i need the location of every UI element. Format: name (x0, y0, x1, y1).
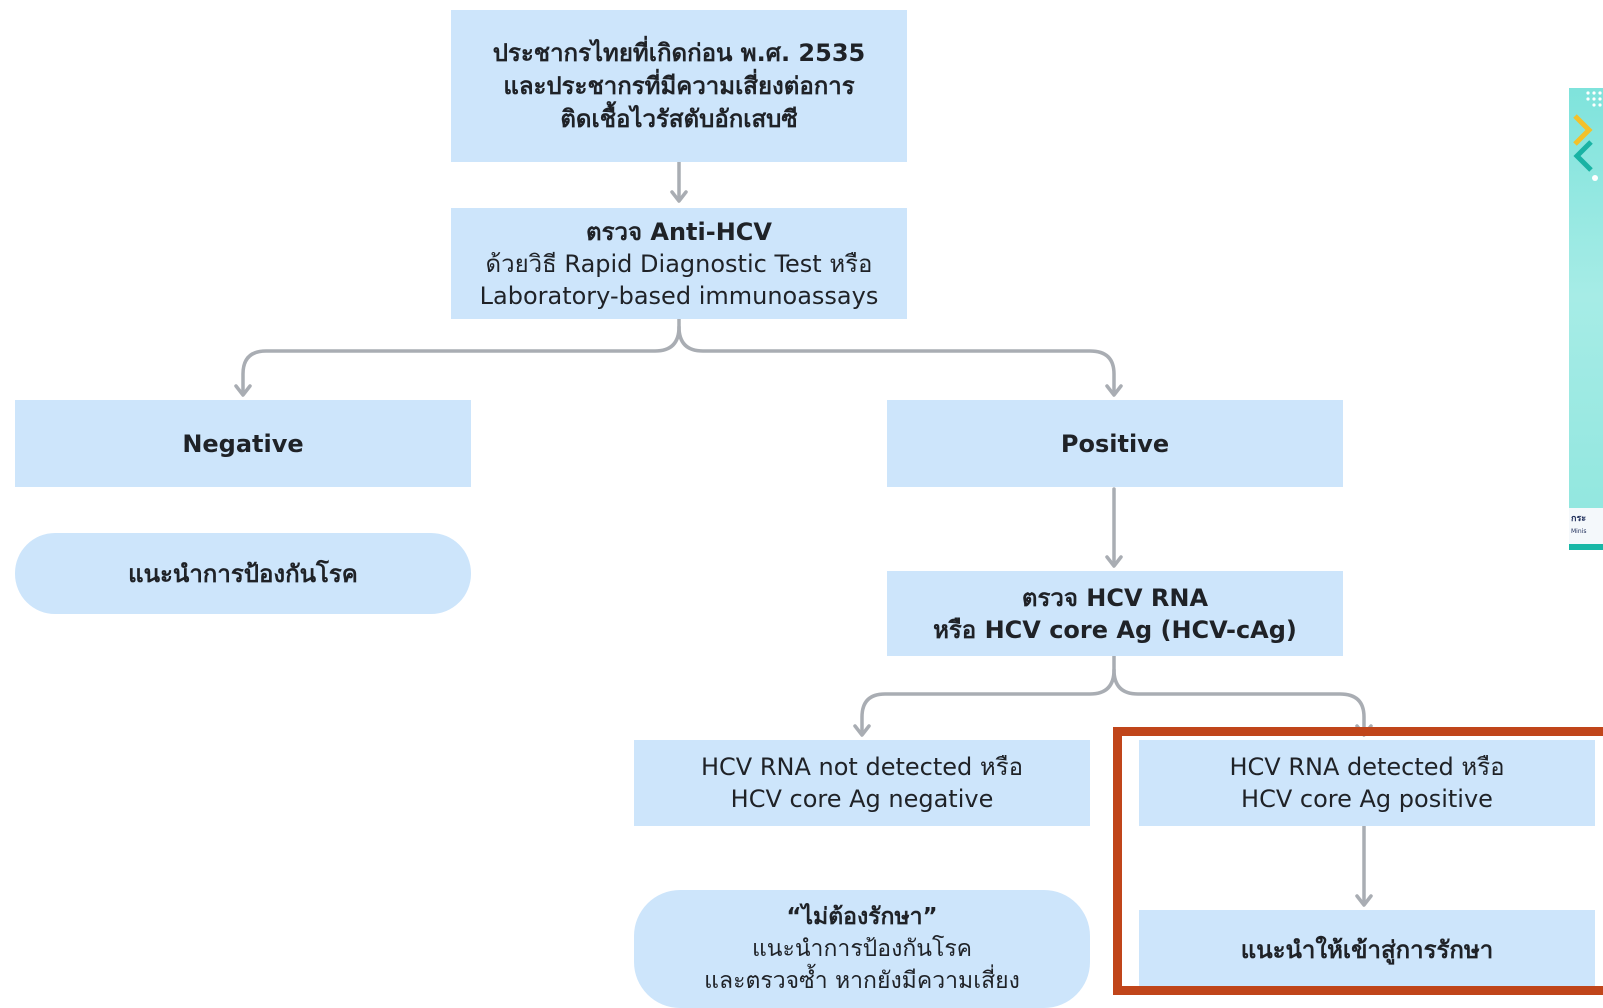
negative-box: Negative (15, 400, 471, 487)
arrowhead-not-detected (853, 724, 871, 737)
side-panel-footer-subtext: Minis (1571, 528, 1587, 535)
not-detected-box: HCV RNA not detected หรือ HCV core Ag ne… (634, 740, 1090, 826)
chevron-icon (1573, 114, 1598, 181)
arrowhead-negative (234, 384, 252, 397)
highlight-frame (1113, 727, 1603, 995)
population-line-2: และประชากรที่มีความเสี่ยงต่อการ (503, 71, 855, 100)
detected-box: HCV RNA detected หรือ HCV core Ag positi… (1139, 740, 1595, 826)
detected-line-2: HCV core Ag positive (1241, 785, 1493, 813)
anti-hcv-box: ตรวจ Anti-HCV ด้วยวิธี Rapid Diagnostic … (451, 208, 907, 319)
side-panel-footer: กระ Minis (1569, 508, 1603, 550)
not-detected-line-2: HCV core Ag negative (730, 785, 994, 813)
arrowhead-rna (1105, 555, 1123, 568)
population-box: ประชากรไทยที่เกิดก่อน พ.ศ. 2535 และประชา… (451, 10, 907, 162)
positive-box: Positive (887, 400, 1343, 487)
no-treatment-pill: “ไม่ต้องรักษา” แนะนำการป้องกันโรค และตรว… (634, 890, 1090, 1008)
positive-label: Positive (1060, 429, 1170, 458)
rna-test-subtitle: หรือ HCV core Ag (HCV-cAg) (933, 615, 1297, 644)
connector-antihcv-to-negative (241, 317, 681, 396)
side-panel-footer-bar (1569, 544, 1603, 550)
arrowhead-positive (1105, 384, 1123, 397)
rna-test-title: ตรวจ HCV RNA (1021, 583, 1209, 612)
side-panel-graphic: กระ Minis (1569, 88, 1603, 550)
treatment-label: แนะนำให้เข้าสู่การรักษา (1240, 936, 1494, 964)
prevention-advice-label: แนะนำการป้องกันโรค (128, 559, 358, 588)
rna-test-box: ตรวจ HCV RNA หรือ HCV core Ag (HCV-cAg) (887, 571, 1343, 656)
connector-rna-to-not-detected (860, 654, 1116, 736)
anti-hcv-line-1: ด้วยวิธี Rapid Diagnostic Test หรือ (485, 249, 873, 278)
arrowhead-antihcv (670, 190, 688, 203)
detected-line-1: HCV RNA detected หรือ (1229, 753, 1505, 781)
negative-label: Negative (182, 429, 304, 458)
population-line-1: ประชากรไทยที่เกิดก่อน พ.ศ. 2535 (492, 38, 866, 67)
connector-antihcv-to-positive (677, 325, 1116, 396)
no-treatment-title: “ไม่ต้องรักษา” (786, 904, 938, 930)
arrowhead-treatment (1355, 894, 1373, 907)
no-treatment-line-1: แนะนำการป้องกันโรค (751, 936, 973, 962)
anti-hcv-line-2: Laboratory-based immunoassays (479, 281, 879, 310)
no-treatment-line-2: และตรวจซ้ำ หากยังมีความเสี่ยง (704, 968, 1020, 994)
connector-rna-to-detected (1112, 668, 1366, 736)
side-panel-footer-text: กระ (1571, 514, 1587, 524)
not-detected-line-1: HCV RNA not detected หรือ (701, 753, 1023, 781)
prevention-advice-pill: แนะนำการป้องกันโรค (15, 533, 471, 614)
population-line-3: ติดเชื้อไวรัสตับอักเสบซี (560, 104, 798, 133)
treatment-box: แนะนำให้เข้าสู่การรักษา (1139, 910, 1595, 990)
dot-pattern-icon (1586, 91, 1602, 107)
anti-hcv-title: ตรวจ Anti-HCV (586, 217, 772, 246)
